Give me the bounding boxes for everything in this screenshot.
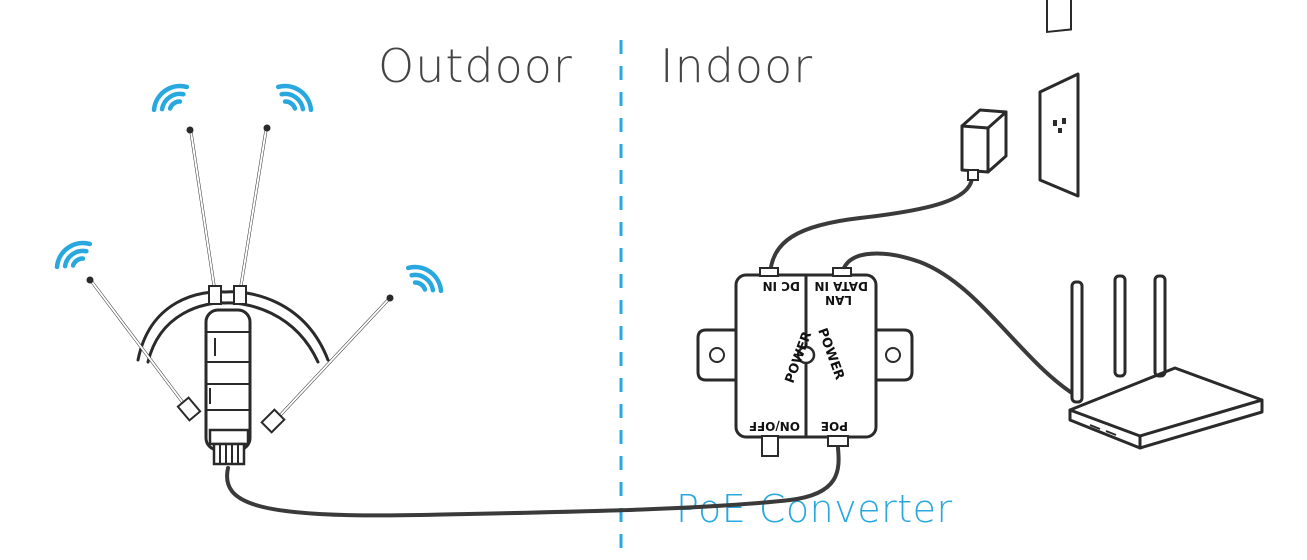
antenna-right	[270, 294, 394, 426]
outdoor-access-point-icon	[86, 124, 394, 466]
indoor-label: Indoor	[660, 39, 813, 93]
on-off-label: ON/OFF	[749, 419, 800, 433]
dc-power-cable	[768, 176, 974, 280]
wifi-signal-icon	[54, 240, 93, 270]
poe-converter-icon: DC IN DATA IN LAN ON/OFF POE POWER POWER	[696, 267, 914, 457]
wifi-signal-icon	[275, 83, 314, 113]
lan-cable	[840, 251, 1077, 397]
lan-label: LAN	[825, 293, 852, 307]
antenna-top-left	[186, 126, 217, 294]
data-in-label: DATA IN	[814, 279, 868, 293]
wall-outlet-icon	[1038, 0, 1080, 198]
power-adapter-icon	[960, 108, 1008, 181]
wifi-signal-icon	[405, 264, 444, 294]
antenna-left	[86, 276, 192, 414]
router-icon	[1068, 274, 1264, 450]
poe-cable	[225, 446, 841, 518]
poe-label: POE	[821, 419, 848, 433]
antenna-top-right	[238, 124, 271, 294]
outdoor-label: Outdoor	[378, 39, 573, 93]
wifi-signal-icon	[151, 83, 190, 113]
dc-in-label: DC IN	[763, 279, 800, 293]
